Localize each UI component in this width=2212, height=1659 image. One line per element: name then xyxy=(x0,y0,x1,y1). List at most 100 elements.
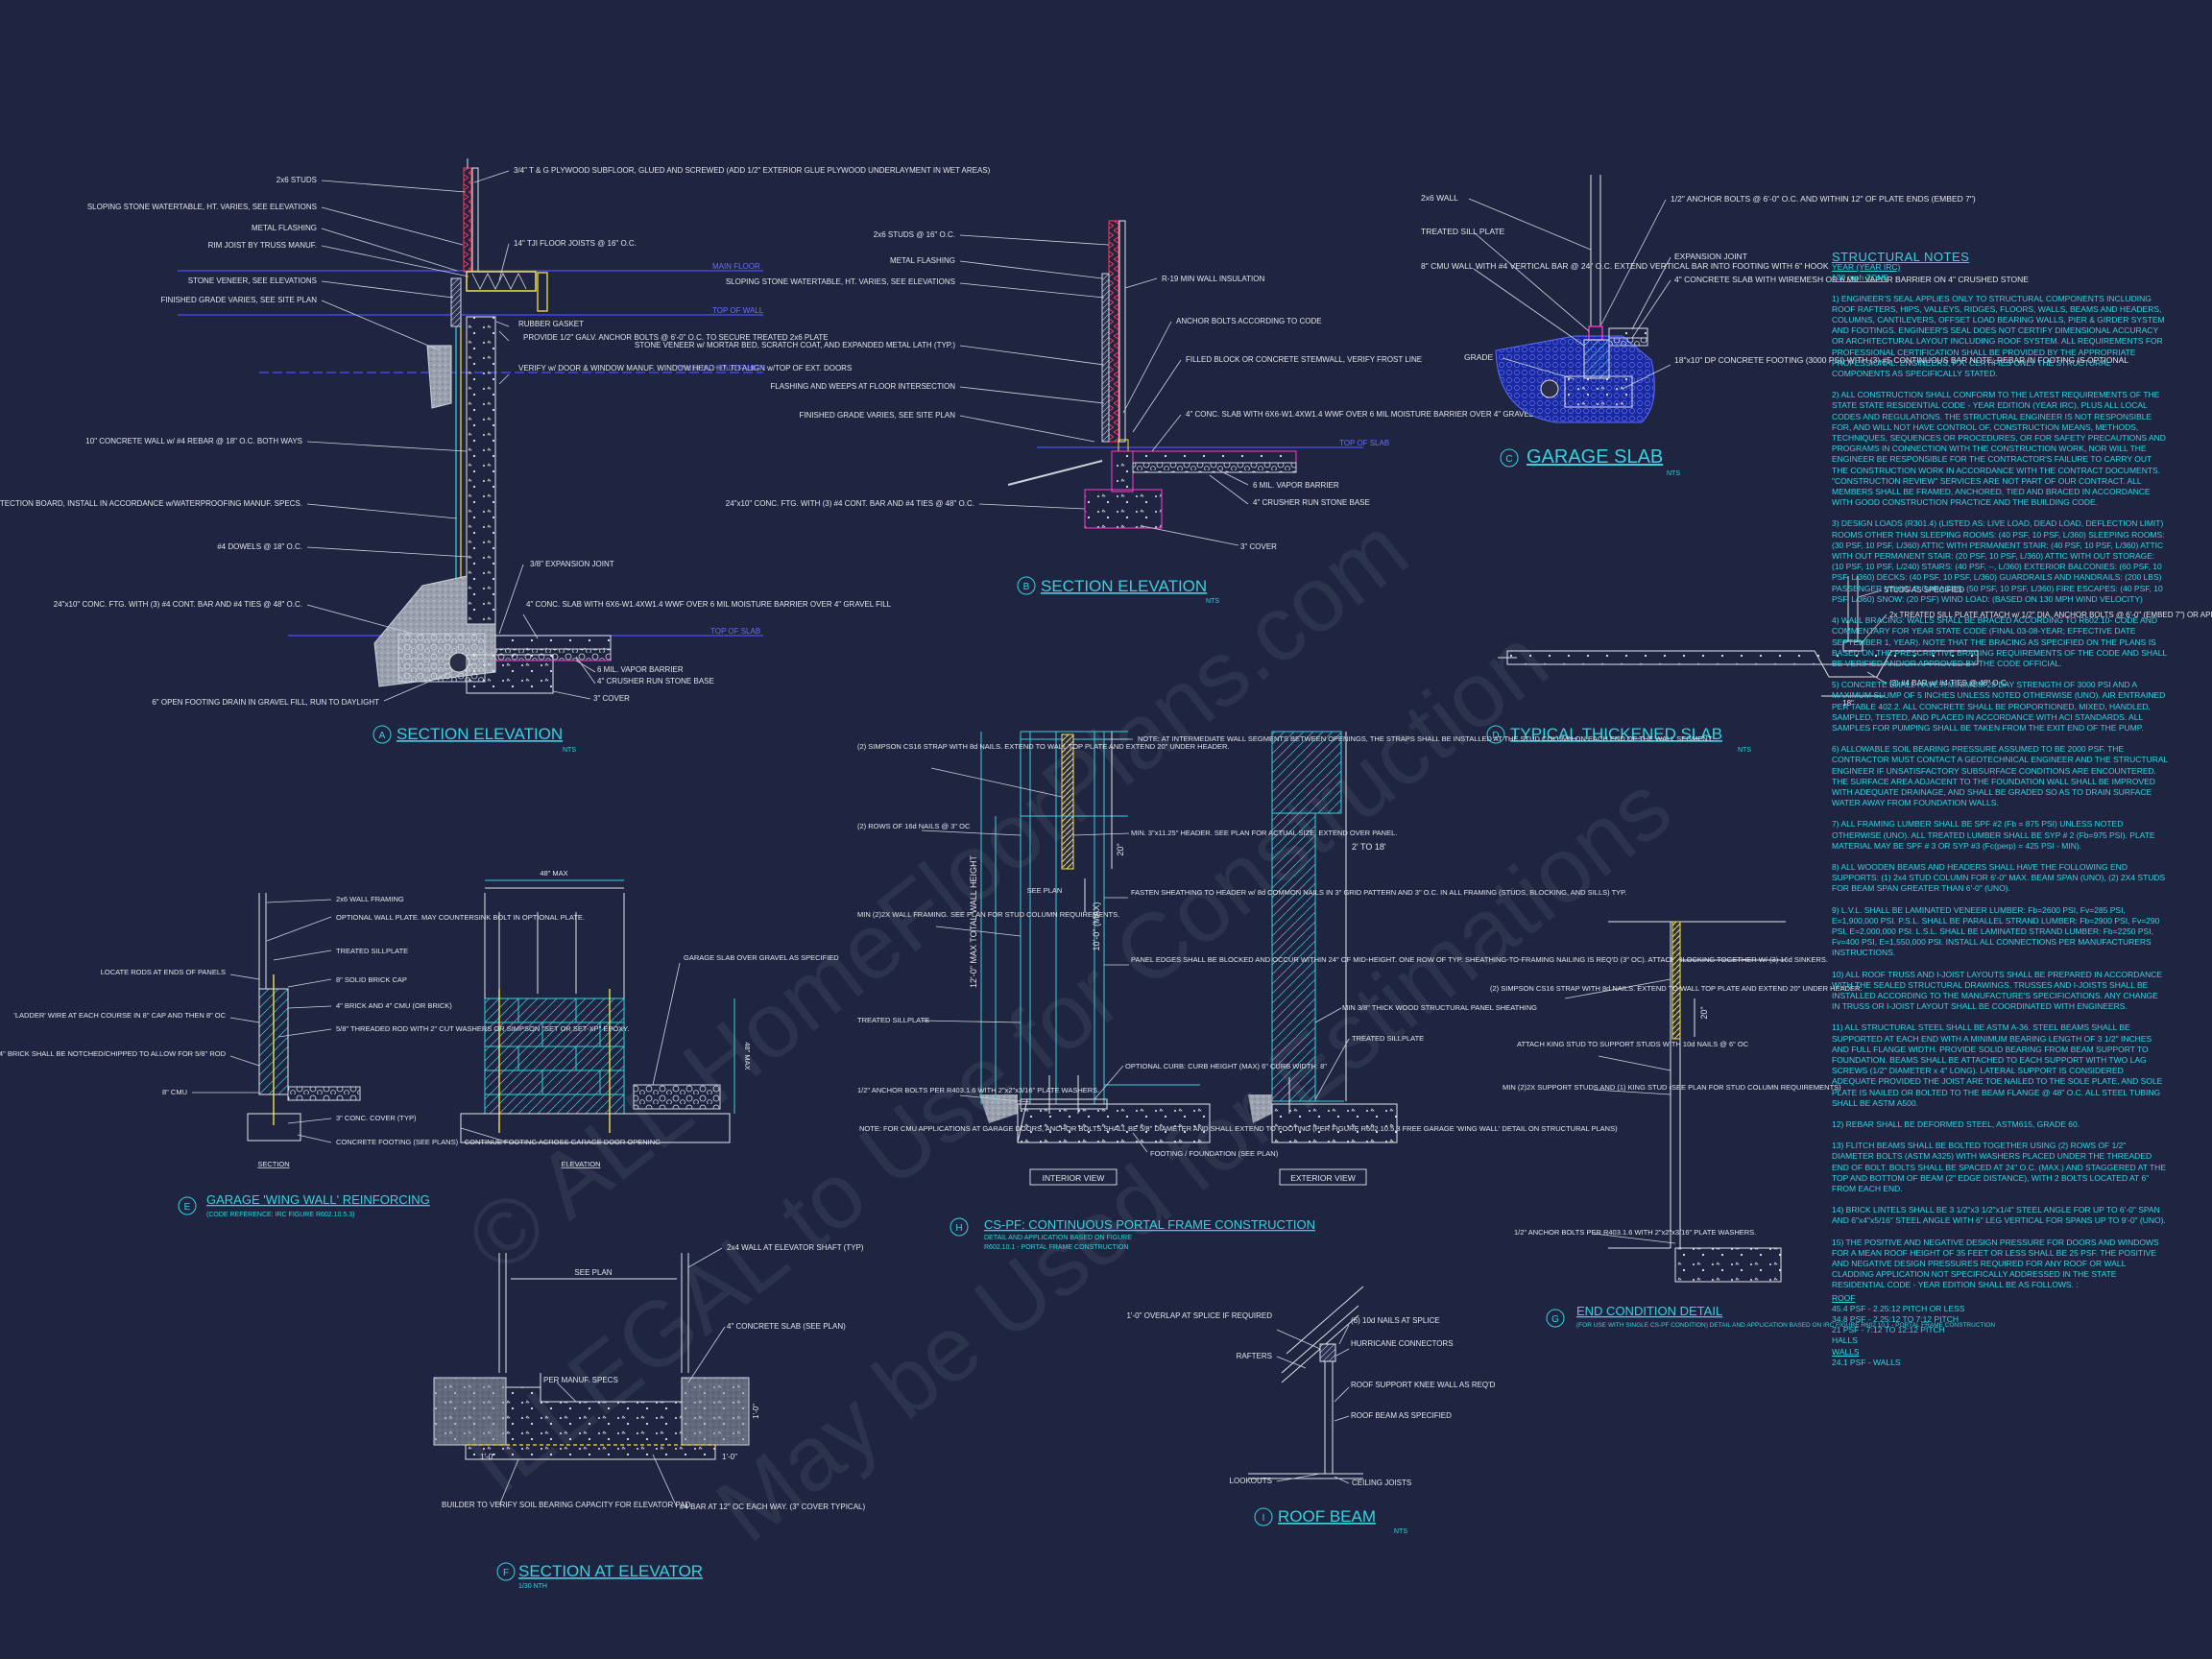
label-c-anchor-bolts: 1/2" ANCHOR BOLTS @ 6'-0" O.C. AND WITHI… xyxy=(1671,194,1976,204)
detail-i-letter: I xyxy=(1262,1513,1265,1524)
label-d-studs: STUDS AS SPECIFIED xyxy=(1884,586,1964,594)
label-e-sillplate: TREATED SILLPLATE xyxy=(336,947,408,955)
label-h-panel-sheathing: MIN 3/8" THICK WOOD STRUCTURAL PANEL SHE… xyxy=(1342,1003,1537,1012)
detail-g-letter: G xyxy=(1551,1314,1559,1325)
label-e-threaded-rod: 5/8" THREADED ROD WITH 2" CUT WASHERS OR… xyxy=(336,1024,629,1033)
note-item: 6) ALLOWABLE SOIL BEARING PRESSURE ASSUM… xyxy=(1832,744,2168,808)
label-a-dowels: #4 DOWELS @ 18" O.C. xyxy=(217,542,302,551)
label-i-rafters: RAFTERS xyxy=(1237,1352,1272,1360)
label-a-main-floor: MAIN FLOOR xyxy=(712,262,760,271)
label-b-watertable: SLOPING STONE WATERTABLE, HT. VARIES, SE… xyxy=(726,277,955,286)
detail-i-roof-beam: 1'-0" OVERLAP AT SPLICE IF REQUIRED RAFT… xyxy=(1126,1286,1496,1535)
label-a-vapor: 6 MIL. VAPOR BARRIER xyxy=(597,665,684,674)
label-e-ladder-wire: 'LADDER' WIRE AT EACH COURSE IN 8" CAP A… xyxy=(13,1011,226,1020)
note-item: 9) L.V.L. SHALL BE LAMINATED VENEER LUMB… xyxy=(1832,904,2160,958)
label-a-verify-window: VERIFY w/ DOOR & WINDOW MANUF. WINDOW HE… xyxy=(518,364,852,373)
detail-h-portal-frame: (2) SIMPSON CS16 STRAP WITH 8d NAILS. EX… xyxy=(857,731,1828,1251)
label-a-rim-joist: RIM JOIST BY TRUSS MANUF. xyxy=(208,241,317,250)
label-h-sheathing-nails: FASTEN SHEATHING TO HEADER w/ 8d COMMON … xyxy=(1131,888,1626,897)
label-h-total-height: 12'-0" MAX TOTAL WALL HEIGHT xyxy=(969,855,978,988)
detail-g-title: END CONDITION DETAIL xyxy=(1576,1304,1722,1318)
label-b-insulation: R-19 MIN WALL INSULATION xyxy=(1162,275,1265,283)
detail-i-title: ROOF BEAM xyxy=(1278,1507,1376,1526)
note-item: 2) ALL CONSTRUCTION SHALL CONFORM TO THE… xyxy=(1832,390,2166,508)
detail-c-title: GARAGE SLAB xyxy=(1527,446,1663,468)
label-i-hurricane: HURRICANE CONNECTORS xyxy=(1351,1339,1454,1348)
structural-notes: STRUCTURAL NOTES YEAR (YEAR IRC) 130 mph… xyxy=(1832,251,2168,1368)
label-f-dim-1: 1'-0" xyxy=(480,1453,495,1461)
label-a-conc-slab: 4" CONC. SLAB WITH 6X6-W1.4XW1.4 WWF OVE… xyxy=(526,600,892,609)
label-i-nails: (6) 10d NAILS AT SPLICE xyxy=(1351,1316,1440,1325)
label-h-wall-framing: MIN (2)2X WALL FRAMING. SEE PLAN FOR STU… xyxy=(857,910,1119,919)
label-g-king-stud: ATTACH KING STUD TO SUPPORT STUDS WITH 1… xyxy=(1517,1040,1749,1048)
notes-roof-item: 45.4 PSF - 2.25:12 PITCH OR LESS xyxy=(1832,1303,1965,1313)
label-h-header: MIN. 3"x11.25" HEADER. SEE PLAN FOR ACTU… xyxy=(1131,829,1397,837)
detail-f-title: SECTION AT ELEVATOR xyxy=(518,1562,703,1580)
label-c-grade: GRADE xyxy=(1464,352,1494,362)
detail-c-scale: NTS xyxy=(1667,470,1680,477)
notes-roof-item: HALLS xyxy=(1832,1335,1858,1346)
label-f-manuf-specs: PER MANUF. SPECS xyxy=(543,1376,618,1384)
detail-e-letter: E xyxy=(184,1202,191,1213)
detail-h-sub1: DETAIL AND APPLICATION BASED ON FIGURE xyxy=(984,1235,1132,1241)
label-h-16d-nails: (2) ROWS OF 16d NAILS @ 3" OC xyxy=(857,822,971,830)
detail-a-section-elevation: 2x6 STUDS SLOPING STONE WATERTABLE, HT. … xyxy=(0,158,991,754)
label-i-lookouts: LOOKOUTS xyxy=(1230,1477,1272,1485)
label-b-conc-slab: 4" CONC. SLAB WITH 6X6-W1.4XW1.4 WWF OVE… xyxy=(1186,410,1551,419)
label-d-18in: 18" xyxy=(1842,699,1854,708)
label-h-exterior-view: EXTERIOR VIEW xyxy=(1290,1173,1356,1183)
label-b-top-of-slab: TOP OF SLAB xyxy=(1339,439,1389,447)
label-b-flashing-weeps: FLASHING AND WEEPS AT FLOOR INTERSECTION xyxy=(770,382,955,391)
detail-i-scale: NTS xyxy=(1394,1528,1407,1535)
label-f-conc-slab: 4" CONCRETE SLAB (SEE PLAN) xyxy=(727,1322,846,1331)
detail-g-end-condition: (2) SIMPSON CS16 STRAP WITH 8d NAILS. EX… xyxy=(1490,921,1995,1329)
detail-c-letter: C xyxy=(1505,454,1512,465)
detail-a-letter: A xyxy=(379,731,386,741)
note-item: 1) ENGINEER'S SEAL APPLIES ONLY TO STRUC… xyxy=(1832,293,2165,379)
label-b-metal-flashing: METAL FLASHING xyxy=(890,256,955,265)
detail-d-title: TYPICAL THICKENED SLAB xyxy=(1510,725,1722,743)
detail-e-wing-wall: 2x6 WALL FRAMING OPTIONAL WALL PLATE. MA… xyxy=(0,869,839,1218)
detail-e-sub: (CODE REFERENCE: IRC FIGURE R602.10.5.3) xyxy=(206,1212,354,1218)
label-h-treated-sill: TREATED SILLPLATE xyxy=(1352,1034,1424,1043)
label-f-dim-3: 1'-0" xyxy=(752,1404,760,1419)
label-a-drain: 6" OPEN FOOTING DRAIN IN GRAVEL FILL, RU… xyxy=(152,698,379,707)
detail-h-sub2: R602.10.1 - PORTAL FRAME CONSTRUCTION xyxy=(984,1244,1128,1251)
label-f-builder-verify: BUILDER TO VERIFY SOIL BEARING CAPACITY … xyxy=(442,1501,693,1509)
note-item: 3) DESIGN LOADS (R301.4) (LISTED AS: LIV… xyxy=(1832,518,2165,604)
detail-b-title: SECTION ELEVATION xyxy=(1041,577,1207,595)
note-item: 7) ALL FRAMING LUMBER SHALL BE SPF #2 (F… xyxy=(1832,819,2155,851)
note-item: 14) BRICK LINTELS SHALL BE 3 1/2"x3 1/2"… xyxy=(1832,1205,2166,1226)
note-item: 4) WALL BRACING: WALLS SHALL BE BRACED A… xyxy=(1832,615,2167,668)
label-c-cmu-wall: 8" CMU WALL WITH #4 VERTICAL BAR @ 24" O… xyxy=(1421,261,1829,271)
label-g-20in: 20" xyxy=(1699,1006,1709,1019)
notes-roof-item: 21 PSF - 7:12 TO 12:12 PITCH xyxy=(1832,1325,1945,1335)
label-e-optional-plate: OPTIONAL WALL PLATE. MAY COUNTERSINK BOL… xyxy=(336,913,585,922)
label-i-overlap: 1'-0" OVERLAP AT SPLICE IF REQUIRED xyxy=(1126,1311,1272,1320)
label-a-metal-flashing: METAL FLASHING xyxy=(252,224,317,232)
label-g-support-studs: MIN (2)2X SUPPORT STUDS AND (1) KING STU… xyxy=(1503,1083,1841,1092)
label-a-finished-grade: FINISHED GRADE VARIES, SEE SITE PLAN xyxy=(160,296,317,304)
label-a-anchor-bolts: PROVIDE 1/2" GALV. ANCHOR BOLTS @ 6'-0" … xyxy=(523,333,829,342)
label-b-stemwall: FILLED BLOCK OR CONCRETE STEMWALL, VERIF… xyxy=(1186,355,1422,364)
label-b-anchor-bolts: ANCHOR BOLTS ACCORDING TO CODE xyxy=(1176,317,1322,325)
label-a-footing: 24"x10" CONC. FTG. WITH (3) #4 CONT. BAR… xyxy=(54,600,302,609)
label-a-rubber-gasket: RUBBER GASKET xyxy=(518,320,584,328)
notes-year: YEAR (YEAR IRC) xyxy=(1832,262,1901,273)
label-e-brick-notched: 4" BRICK SHALL BE NOTCHED/CHIPPED TO ALL… xyxy=(0,1049,227,1058)
label-f-dim-2: 1'-0" xyxy=(722,1453,737,1461)
note-item: 10) ALL ROOF TRUSS AND I-JOIST LAYOUTS S… xyxy=(1832,969,2163,1012)
label-f-rebar: #4 BAR AT 12" OC EACH WAY. (3" COVER TYP… xyxy=(680,1503,865,1511)
label-a-crusher: 4" CRUSHER RUN STONE BASE xyxy=(597,677,714,685)
label-h-interior-view: INTERIOR VIEW xyxy=(1043,1173,1105,1183)
detail-d-scale: NTS xyxy=(1738,747,1751,754)
note-item: 12) REBAR SHALL BE DEFORMED STEEL, ASTM6… xyxy=(1832,1119,2080,1130)
label-i-roof-beam: ROOF BEAM AS SPECIFIED xyxy=(1351,1411,1452,1420)
detail-h-title: CS-PF: CONTINUOUS PORTAL FRAME CONSTRUCT… xyxy=(984,1217,1315,1232)
label-e-elevation: ELEVATION xyxy=(562,1160,601,1168)
label-d-sill-plate: 2x TREATED SILL PLATE ATTACH w/ 1/2" DIA… xyxy=(1889,611,2212,619)
label-a-cover: 3" COVER xyxy=(593,694,630,703)
label-a-plywood: 3/4" T & G PLYWOOD SUBFLOOR, GLUED AND S… xyxy=(514,166,991,175)
label-h-see-plan: SEE PLAN xyxy=(1027,886,1063,895)
